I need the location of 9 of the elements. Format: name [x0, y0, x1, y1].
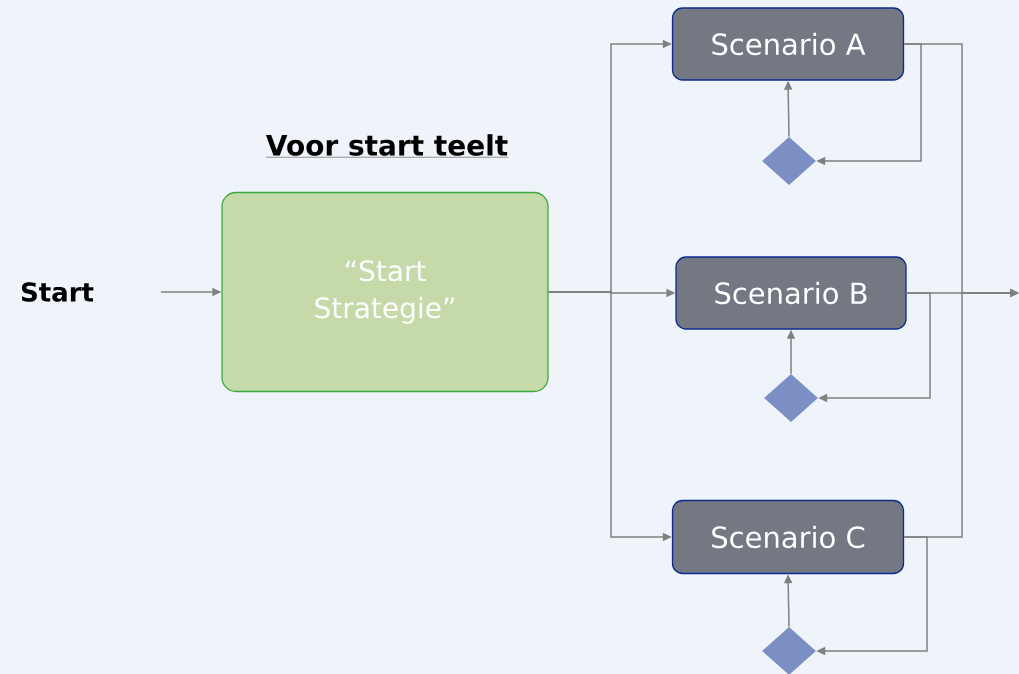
- decision-diamond: [762, 627, 816, 674]
- decision-diamond: [762, 137, 816, 185]
- scenario-box: Scenario A: [671, 7, 905, 81]
- scenario-box: Scenario B: [675, 256, 907, 330]
- start-label: Start: [21, 282, 94, 302]
- scenario-box: Scenario C: [671, 499, 905, 575]
- decision-diamond: [764, 374, 818, 422]
- heading: Voor start teelt: [265, 134, 509, 158]
- strategy-box: “Start Strategie”: [221, 191, 549, 393]
